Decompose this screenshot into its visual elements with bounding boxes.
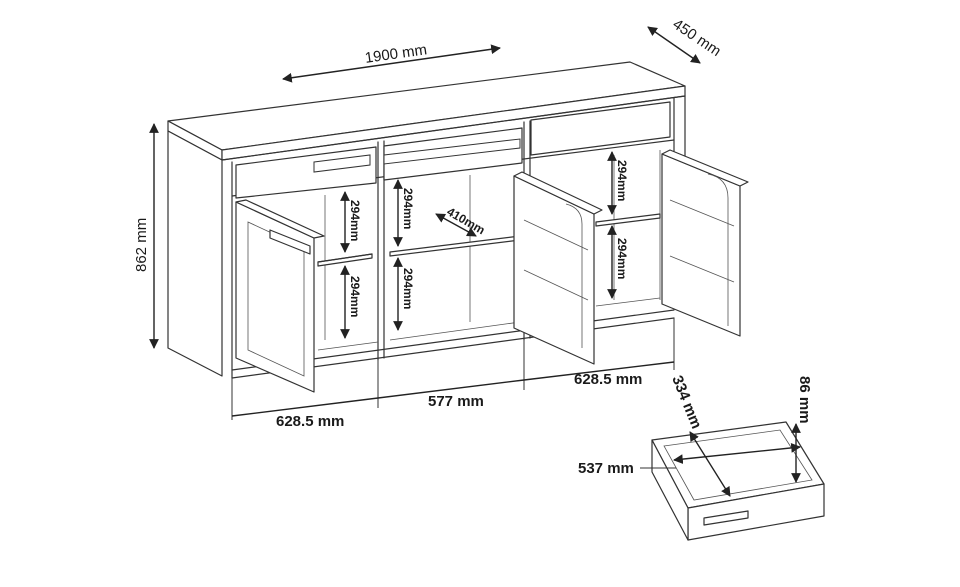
middle-right-door xyxy=(513,171,603,365)
right-section-dim-line xyxy=(523,361,675,381)
left-section-dim-line xyxy=(231,397,379,417)
shelf-gap-middle-upper-label: 294mm xyxy=(401,188,415,229)
drawer-height-label: 86 mm xyxy=(796,376,813,424)
depth-dimension xyxy=(647,26,701,64)
depth-label: 450 mm xyxy=(670,16,724,60)
drawer-detail xyxy=(640,421,825,541)
shelf-gap-left-lower-label: 294mm xyxy=(348,276,362,317)
middle-section-label: 577 mm xyxy=(428,393,484,410)
shelf-gap-left-upper-label: 294mm xyxy=(348,200,362,241)
right-door xyxy=(661,149,749,337)
shelf-gap-right-lower-label: 294mm xyxy=(615,238,629,279)
left-section-label: 628.5 mm xyxy=(276,413,344,430)
width-dimension xyxy=(282,44,501,83)
middle-section-dim-line xyxy=(377,379,525,399)
shelf-gap-middle-lower-label: 294mm xyxy=(401,268,415,309)
height-label: 862 mm xyxy=(133,218,150,272)
shelf-depth-middle-label: 410mm xyxy=(445,204,488,237)
shelf-gap-right-upper-label: 294mm xyxy=(615,160,629,201)
left-door xyxy=(235,199,325,393)
drawer-width-label: 537 mm xyxy=(578,460,634,477)
drawer-depth-label: 334 mm xyxy=(668,373,705,431)
sideboard-body xyxy=(167,61,686,379)
right-section-label: 628.5 mm xyxy=(574,371,642,388)
